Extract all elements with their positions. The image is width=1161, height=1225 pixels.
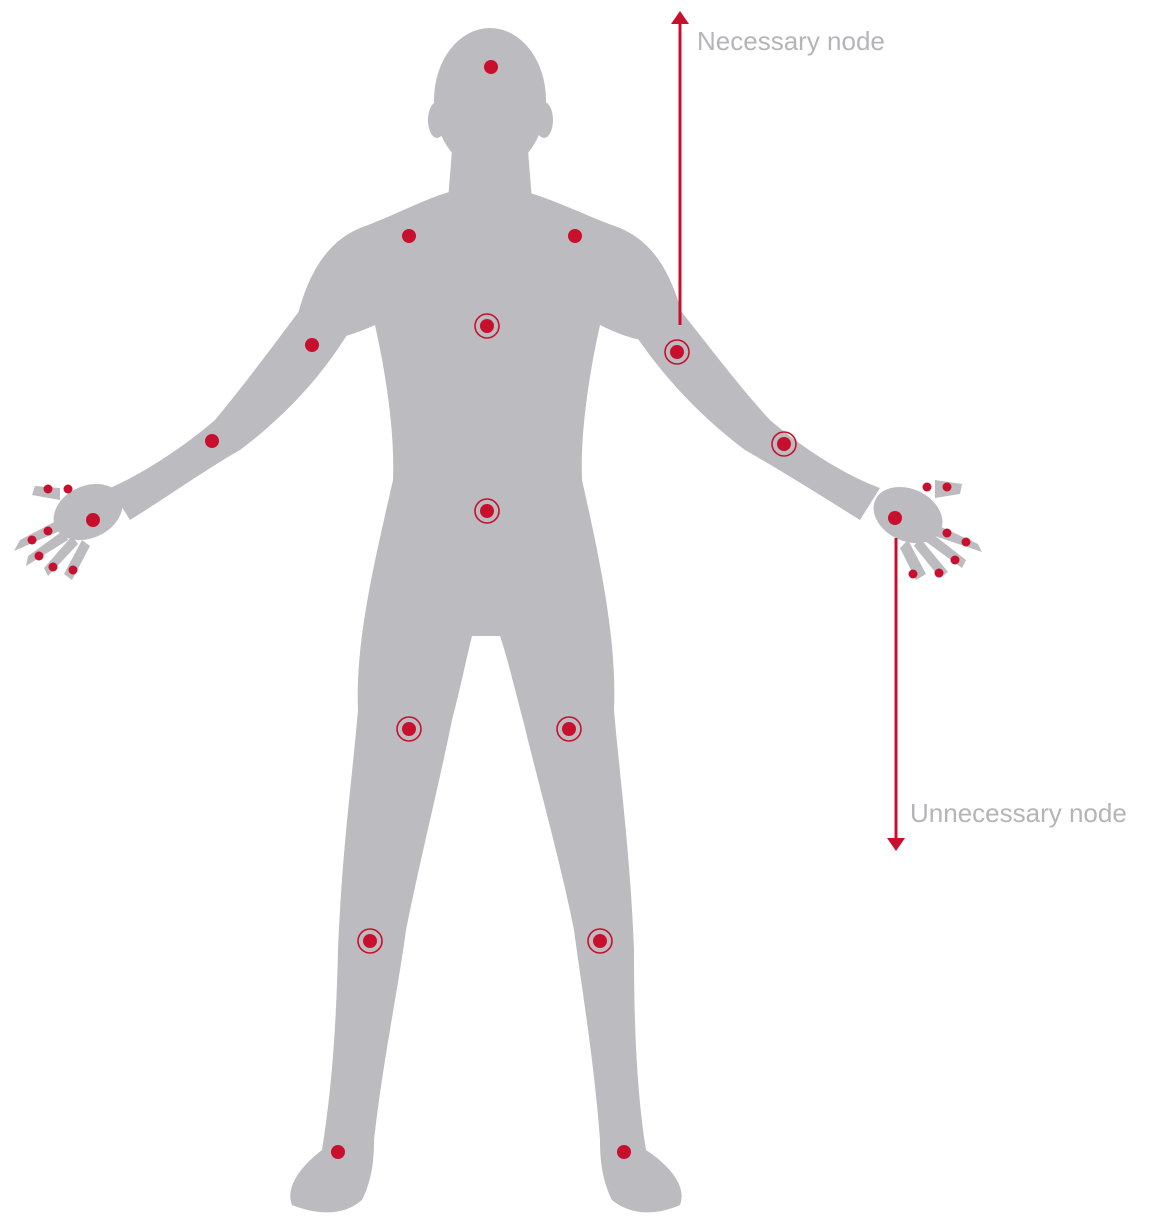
- node-left-forearm: [205, 434, 219, 448]
- node-left-finger-1: [28, 536, 37, 545]
- node-left-upper-arm: [305, 338, 319, 352]
- node-left-thumb-tip: [44, 485, 53, 494]
- node-head: [484, 60, 498, 74]
- node-left-finger-4: [49, 563, 58, 572]
- node-right-finger-5: [909, 570, 918, 579]
- node-right-finger-1: [943, 529, 952, 538]
- node-right-shoulder: [568, 229, 582, 243]
- node-right-finger-2: [962, 538, 971, 547]
- left-hand: [14, 473, 132, 580]
- right-hand: [864, 476, 982, 580]
- left-ear: [428, 102, 446, 138]
- torso-and-legs: [290, 185, 685, 1212]
- node-left-shoulder: [402, 229, 416, 243]
- node-left-finger-3: [35, 552, 44, 561]
- necessary-node-label: Necessary node: [697, 26, 885, 56]
- arrow-up-icon: [671, 11, 689, 24]
- arrow-down-icon: [887, 838, 905, 851]
- node-right-thumb-tip: [943, 483, 952, 492]
- node-left-finger-2: [44, 527, 53, 536]
- node-right-finger-4: [935, 569, 944, 578]
- node-right-foot: [617, 1145, 631, 1159]
- node-left-palm: [86, 513, 100, 527]
- unnecessary-arrow: [887, 538, 905, 851]
- node-left-foot: [331, 1145, 345, 1159]
- human-silhouette: [14, 28, 982, 1212]
- unnecessary-node-label: Unnecessary node: [910, 798, 1127, 828]
- node-right-finger-3: [951, 556, 960, 565]
- node-right-thumb-joint: [923, 483, 932, 492]
- necessary-arrow: [671, 11, 689, 325]
- right-arm: [632, 310, 880, 520]
- right-ear: [535, 102, 553, 138]
- node-right-palm: [888, 511, 902, 525]
- node-left-finger-5: [69, 566, 78, 575]
- node-left-thumb-joint: [64, 485, 73, 494]
